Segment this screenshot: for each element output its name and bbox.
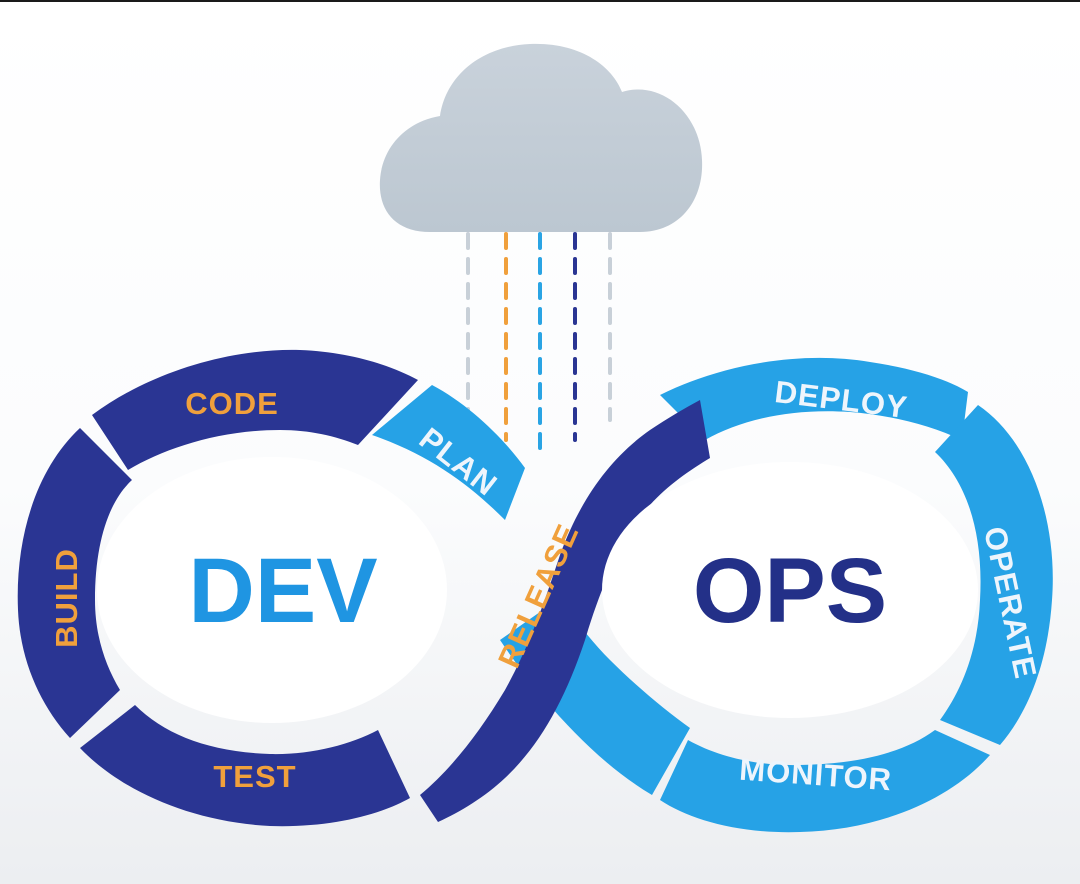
rain-lines — [466, 232, 612, 457]
cloud-icon — [379, 43, 703, 233]
dev-label: DEV — [188, 540, 377, 642]
build-segment — [17, 428, 132, 738]
deploy-segment — [660, 357, 968, 440]
test-segment — [80, 705, 410, 827]
code-segment — [92, 349, 418, 470]
plan-segment — [372, 385, 525, 520]
operate-segment — [935, 405, 1053, 745]
ops-center — [602, 462, 978, 718]
ops-label: OPS — [693, 540, 887, 642]
dev-center — [97, 457, 447, 723]
code-label: CODE — [185, 386, 279, 421]
monitor-segment — [660, 730, 990, 833]
top-border — [0, 0, 1080, 2]
release-band — [420, 400, 710, 822]
dev-loop — [17, 349, 525, 827]
test-label: TEST — [213, 759, 296, 794]
release-segment — [420, 400, 710, 822]
build-label: BUILD — [49, 548, 84, 648]
